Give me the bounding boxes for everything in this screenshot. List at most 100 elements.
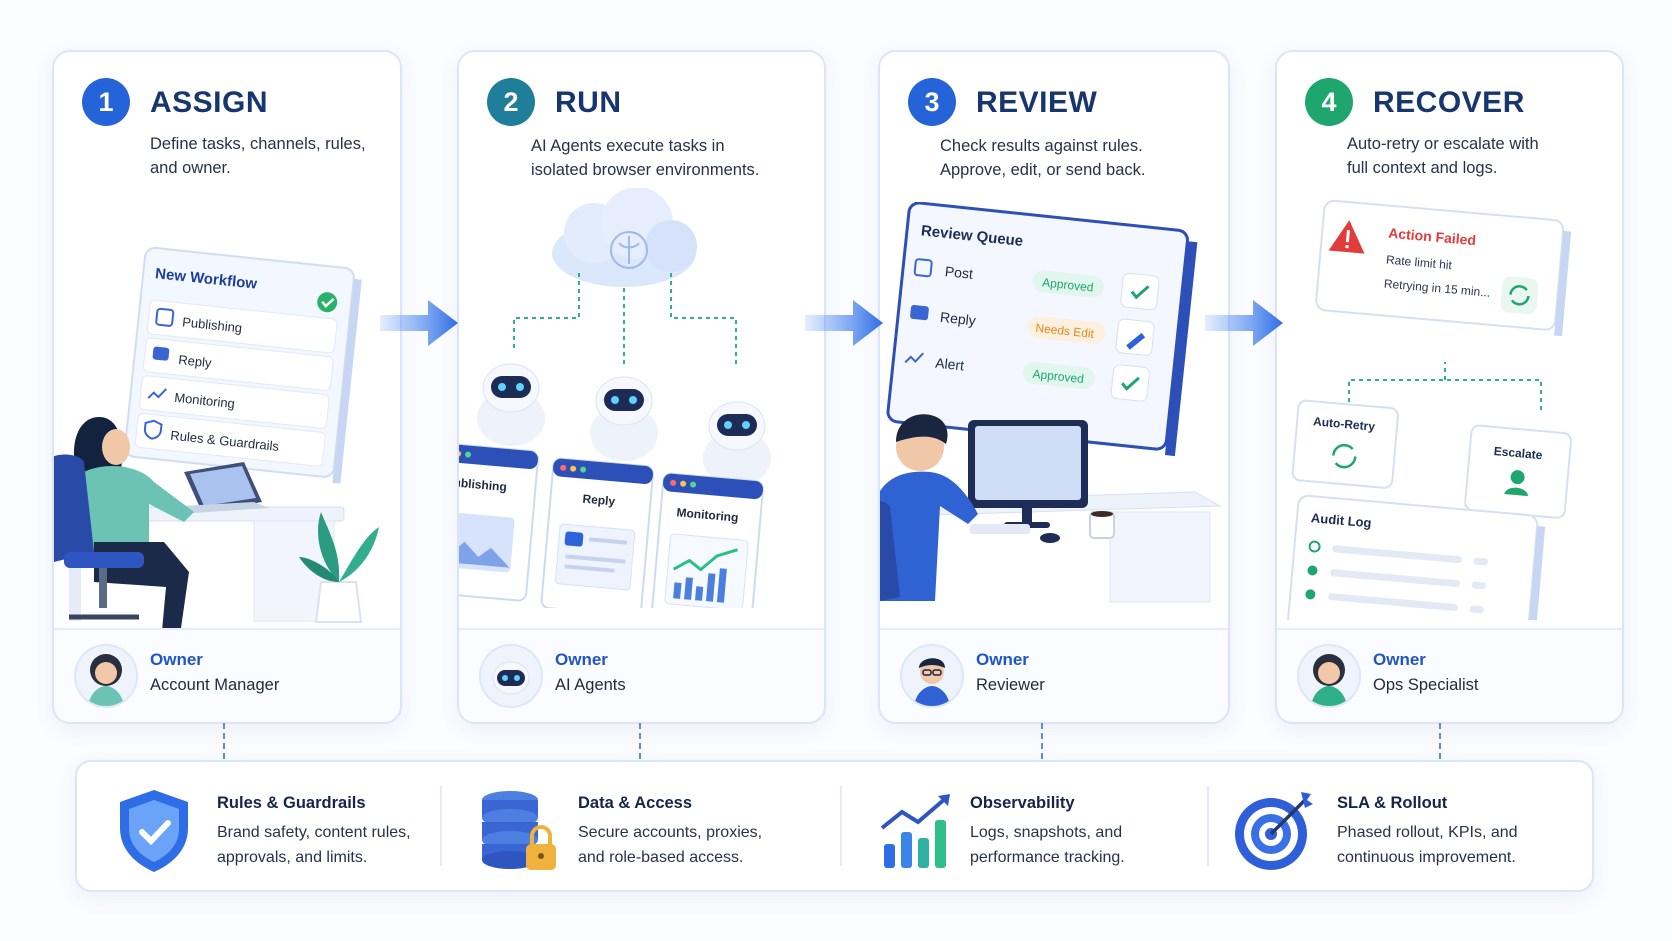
shield-check-icon <box>120 790 188 872</box>
calendar-icon <box>913 258 933 278</box>
owner-value: Ops Specialist <box>1373 676 1479 694</box>
step-description: Auto-retry or escalate with full context… <box>1347 135 1539 177</box>
svg-text:Approved: Approved <box>1032 367 1085 386</box>
run-illustration: Publishing Reply Monitoring <box>459 188 771 608</box>
owner-value: Reviewer <box>976 676 1045 694</box>
browser-window: Reply <box>540 457 654 608</box>
dashed-connector <box>639 723 641 759</box>
avatar <box>74 644 138 708</box>
capability-description: Logs, snapshots, and performance trackin… <box>970 824 1125 866</box>
pencil-icon <box>1126 332 1146 350</box>
step-card-review: 3 REVIEW Check results against rules. Ap… <box>878 50 1230 724</box>
growth-chart-icon <box>880 794 950 868</box>
chat-icon <box>910 304 929 321</box>
queue-row: Post Approved <box>913 258 1160 311</box>
database-lock-icon <box>482 791 556 870</box>
svg-text:Publishing: Publishing <box>182 314 243 335</box>
svg-text:Reply: Reply <box>582 492 616 509</box>
step-card-recover: 4 RECOVER Auto-retry or escalate with fu… <box>1275 50 1624 724</box>
svg-text:Monitoring: Monitoring <box>676 505 739 524</box>
owner-value: AI Agents <box>555 676 626 694</box>
svg-text:Escalate: Escalate <box>1493 444 1543 462</box>
capability-description: Phased rollout, KPIs, and continuous imp… <box>1337 824 1518 866</box>
refresh-icon <box>1509 285 1530 306</box>
svg-text:Reply: Reply <box>939 309 976 329</box>
capability-description: Brand safety, content rules, approvals, … <box>217 824 411 866</box>
calendar-icon <box>155 307 175 327</box>
owner-value: Account Manager <box>150 676 280 694</box>
arrow-right-icon <box>380 300 458 346</box>
owner-label: Owner <box>150 650 203 669</box>
step-title: RUN <box>555 86 622 119</box>
capability-title: Observability <box>970 794 1075 812</box>
step-card-run: 2 RUN AI Agents execute tasks in isolate… <box>457 50 826 724</box>
svg-text:Audit Log: Audit Log <box>1310 510 1372 530</box>
review-queue-panel: Review Queue Post Approved Reply Needs E… <box>886 202 1198 457</box>
avatar <box>900 644 964 708</box>
step-number-badge: 1 <box>82 78 130 126</box>
capability-title: SLA & Rollout <box>1337 794 1448 812</box>
owner-label: Owner <box>1373 650 1426 669</box>
owner-label: Owner <box>976 650 1029 669</box>
step-card-assign: 1 ASSIGN Define tasks, channels, rules, … <box>52 50 402 724</box>
escalate-card: Escalate <box>1464 424 1572 519</box>
capability-rules-guardrails: Rules & Guardrails Brand safety, content… <box>97 762 437 890</box>
owner-footer: Owner Ops Specialist <box>1277 628 1622 722</box>
step-title: ASSIGN <box>150 86 269 119</box>
owner-footer: Owner AI Agents <box>459 628 824 722</box>
divider <box>1207 786 1209 866</box>
queue-row: Alert Approved <box>904 352 1150 402</box>
step-description: Define tasks, channels, rules, and owner… <box>150 135 366 177</box>
shield-icon <box>143 419 163 440</box>
check-icon <box>317 292 338 313</box>
dashed-connector <box>1041 723 1043 759</box>
target-icon <box>1235 792 1313 870</box>
auto-retry-card: Auto-Retry <box>1291 399 1399 489</box>
check-icon <box>1121 376 1140 391</box>
recover-illustration: Action Failed Rate limit hit Retrying in… <box>1285 200 1572 620</box>
panel-item: Publishing <box>146 299 338 354</box>
user-icon <box>1510 470 1525 485</box>
capability-sla-rollout: SLA & Rollout Phased rollout, KPIs, and … <box>1227 762 1572 890</box>
trend-icon <box>147 388 167 399</box>
step-number-badge: 3 <box>908 78 956 126</box>
svg-text:Alert: Alert <box>935 355 965 374</box>
review-illustration: Review Queue Post Approved Reply Needs E… <box>880 202 1222 603</box>
step-number-badge: 4 <box>1305 78 1353 126</box>
audit-log-panel: Audit Log <box>1285 494 1546 620</box>
check-icon <box>1130 285 1150 300</box>
svg-text:Action Failed: Action Failed <box>1388 225 1477 249</box>
queue-row: Reply Needs Edit <box>910 304 1155 356</box>
capability-data-access: Data & Access Secure accounts, proxies, … <box>462 762 802 890</box>
step-description: Check results against rules. Approve, ed… <box>940 137 1146 179</box>
svg-text:Publishing: Publishing <box>459 475 507 494</box>
capability-title: Data & Access <box>578 794 693 812</box>
capabilities-bar: Rules & Guardrails Brand safety, content… <box>75 760 1594 892</box>
owner-footer: Owner Reviewer <box>880 628 1228 722</box>
divider <box>440 786 442 866</box>
divider <box>840 786 842 866</box>
avatar <box>479 644 543 708</box>
svg-text:Needs Edit: Needs Edit <box>1035 321 1096 341</box>
robot-icon <box>477 363 545 446</box>
panel-item: Monitoring <box>139 375 330 429</box>
owner-label: Owner <box>555 650 608 669</box>
arrow-right-icon <box>1205 300 1283 346</box>
svg-text:Monitoring: Monitoring <box>174 390 236 411</box>
svg-text:Approved: Approved <box>1042 275 1095 294</box>
dashed-connector <box>223 723 225 759</box>
capability-title: Rules & Guardrails <box>217 794 366 812</box>
arrow-right-icon <box>805 300 883 346</box>
browser-window: Publishing <box>459 442 539 602</box>
trend-icon <box>904 352 924 364</box>
avatar <box>1297 644 1361 708</box>
panel-item: Rules & Guardrails <box>135 413 326 467</box>
cloud-brain-icon <box>552 188 697 287</box>
svg-text:Post: Post <box>944 263 974 282</box>
svg-text:Reply: Reply <box>178 352 213 370</box>
robot-icon <box>590 376 658 461</box>
refresh-icon <box>1332 443 1357 469</box>
robot-icon <box>703 401 771 486</box>
alert-panel: Action Failed Rate limit hit Retrying in… <box>1315 200 1572 337</box>
